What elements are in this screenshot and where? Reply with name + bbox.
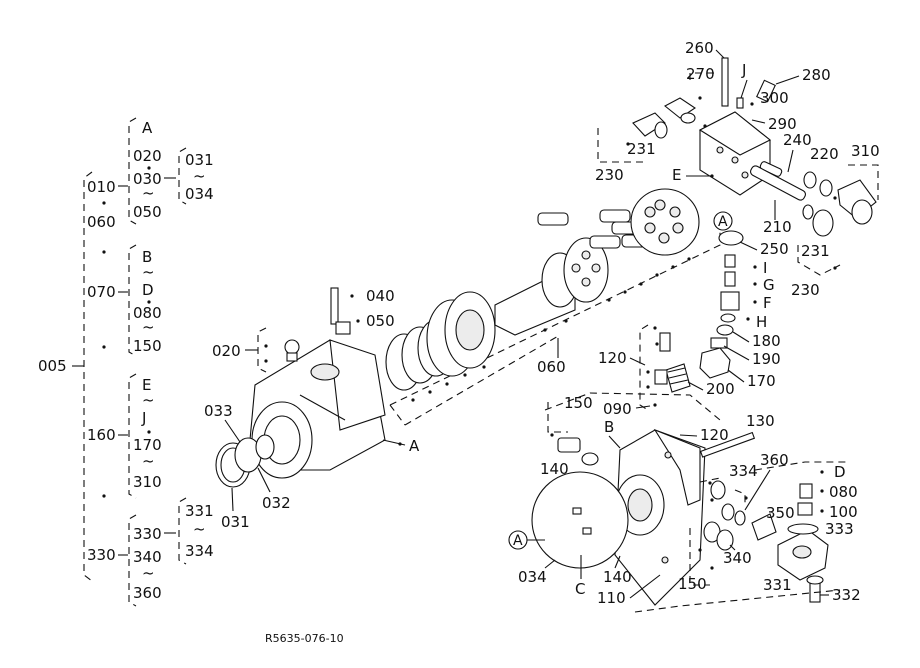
callout-260: 260 [685, 39, 714, 57]
callout-140-upper: 140 [540, 460, 569, 478]
callout-140-lower: 140 [603, 568, 632, 586]
callout-150-lower: 150 [678, 575, 707, 593]
tree-item-360: 360 [133, 584, 162, 602]
callout-033: 033 [204, 402, 233, 420]
callout-334: 334 [729, 462, 758, 480]
tree-item-010: 010 [87, 178, 116, 196]
callout-I: I [763, 259, 767, 277]
callout-130: 130 [746, 412, 775, 430]
tree-root-label: 005 [38, 357, 67, 375]
rotating-group: 060 A [385, 188, 733, 426]
parts-hierarchy-tree: 005 010 060 A 020 030 ~ 050 031 ~ 034 07… [38, 117, 214, 607]
end-cover-group: 150 B 130 120 140 A 034 C 140 110 3 [508, 392, 861, 613]
spool-chain-group: 250 I G F H 180 190 170 200 [598, 230, 789, 418]
callout-G: G [763, 276, 775, 294]
callout-180: 180 [752, 332, 781, 350]
callout-340: 340 [723, 549, 752, 567]
tree-item-320: 330 [87, 546, 116, 564]
callout-034: 034 [518, 568, 547, 586]
callout-E: E [672, 166, 681, 184]
callout-332: 332 [832, 586, 861, 604]
tree-item-334: 334 [185, 542, 214, 560]
valve-block-group: 260 270 J 280 300 290 231 230 E 240 [595, 39, 880, 299]
callout-310: 310 [851, 142, 880, 160]
tree-item-310: 310 [133, 473, 162, 491]
callout-290: 290 [768, 115, 797, 133]
callout-230-left: 230 [595, 166, 624, 184]
callout-120-lower: 120 [700, 426, 729, 444]
tree-tilde: ~ [193, 167, 206, 185]
tree-item-080: 080 [133, 304, 162, 322]
callout-280: 280 [802, 66, 831, 84]
callout-150-upper: 150 [564, 394, 593, 412]
callout-110: 110 [597, 589, 626, 607]
callout-D: D [834, 463, 846, 481]
callout-360: 360 [760, 451, 789, 469]
callout-032: 032 [262, 494, 291, 512]
tree-item-331: 331 [185, 502, 214, 520]
callout-C: C [575, 580, 585, 598]
tree-tilde: ~ [193, 520, 206, 538]
callout-230-right: 230 [791, 281, 820, 299]
callout-circle-A-upper: A [718, 214, 728, 230]
callout-B: B [604, 418, 614, 436]
callout-circle-A-lower: A [513, 533, 523, 549]
callout-331: 331 [763, 576, 792, 594]
tree-item-E: E [142, 376, 151, 394]
callout-300: 300 [760, 89, 789, 107]
motor-housing-group: A 033 031 032 020 040 050 [204, 287, 420, 531]
callout-250: 250 [760, 240, 789, 258]
callout-A: A [409, 437, 420, 455]
tree-item-031: 031 [185, 151, 214, 169]
tree-tilde: ~ [142, 391, 155, 409]
callout-210: 210 [763, 218, 792, 236]
callout-333: 333 [825, 520, 854, 538]
tree-item-D: D [142, 281, 154, 299]
callout-170: 170 [747, 372, 776, 390]
tree-item-170: 170 [133, 436, 162, 454]
tree-item-330: 330 [133, 525, 162, 543]
callout-100: 100 [829, 503, 858, 521]
callout-231-left: 231 [627, 140, 656, 158]
tree-item-050: 050 [133, 203, 162, 221]
tree-item-340: 340 [133, 548, 162, 566]
callout-H: H [756, 313, 767, 331]
callout-120-upper: 120 [598, 349, 627, 367]
callout-060: 060 [537, 358, 566, 376]
callout-020: 020 [212, 342, 241, 360]
callout-F: F [763, 294, 772, 312]
tree-tilde: ~ [142, 564, 155, 582]
callout-090: 090 [603, 400, 632, 418]
tree-item-060: 060 [87, 213, 116, 231]
callout-240: 240 [783, 131, 812, 149]
callout-270: 270 [686, 65, 715, 83]
tree-tilde: ~ [142, 452, 155, 470]
callout-080: 080 [829, 483, 858, 501]
tree-item-B: B [142, 248, 152, 266]
callout-350: 350 [766, 504, 795, 522]
callout-220: 220 [810, 145, 839, 163]
tree-item-J: J [141, 409, 146, 427]
tree-tilde: ~ [142, 263, 155, 281]
tree-item-070: 070 [87, 283, 116, 301]
tree-item-160: 160 [87, 426, 116, 444]
tree-item-A: A [142, 119, 153, 137]
tree-item-034: 034 [185, 185, 214, 203]
callout-190: 190 [752, 350, 781, 368]
callout-050: 050 [366, 312, 395, 330]
callout-231-right: 231 [801, 242, 830, 260]
tree-item-020: 020 [133, 147, 162, 165]
callout-200: 200 [706, 380, 735, 398]
tree-item-150: 150 [133, 337, 162, 355]
callout-031: 031 [221, 513, 250, 531]
figure-reference-code: R5635-076-10 [265, 632, 344, 645]
tree-item-030: 030 [133, 170, 162, 188]
callout-040: 040 [366, 287, 395, 305]
callout-J: J [741, 61, 746, 79]
tree-tilde: ~ [142, 184, 155, 202]
tree-tilde: ~ [142, 318, 155, 336]
